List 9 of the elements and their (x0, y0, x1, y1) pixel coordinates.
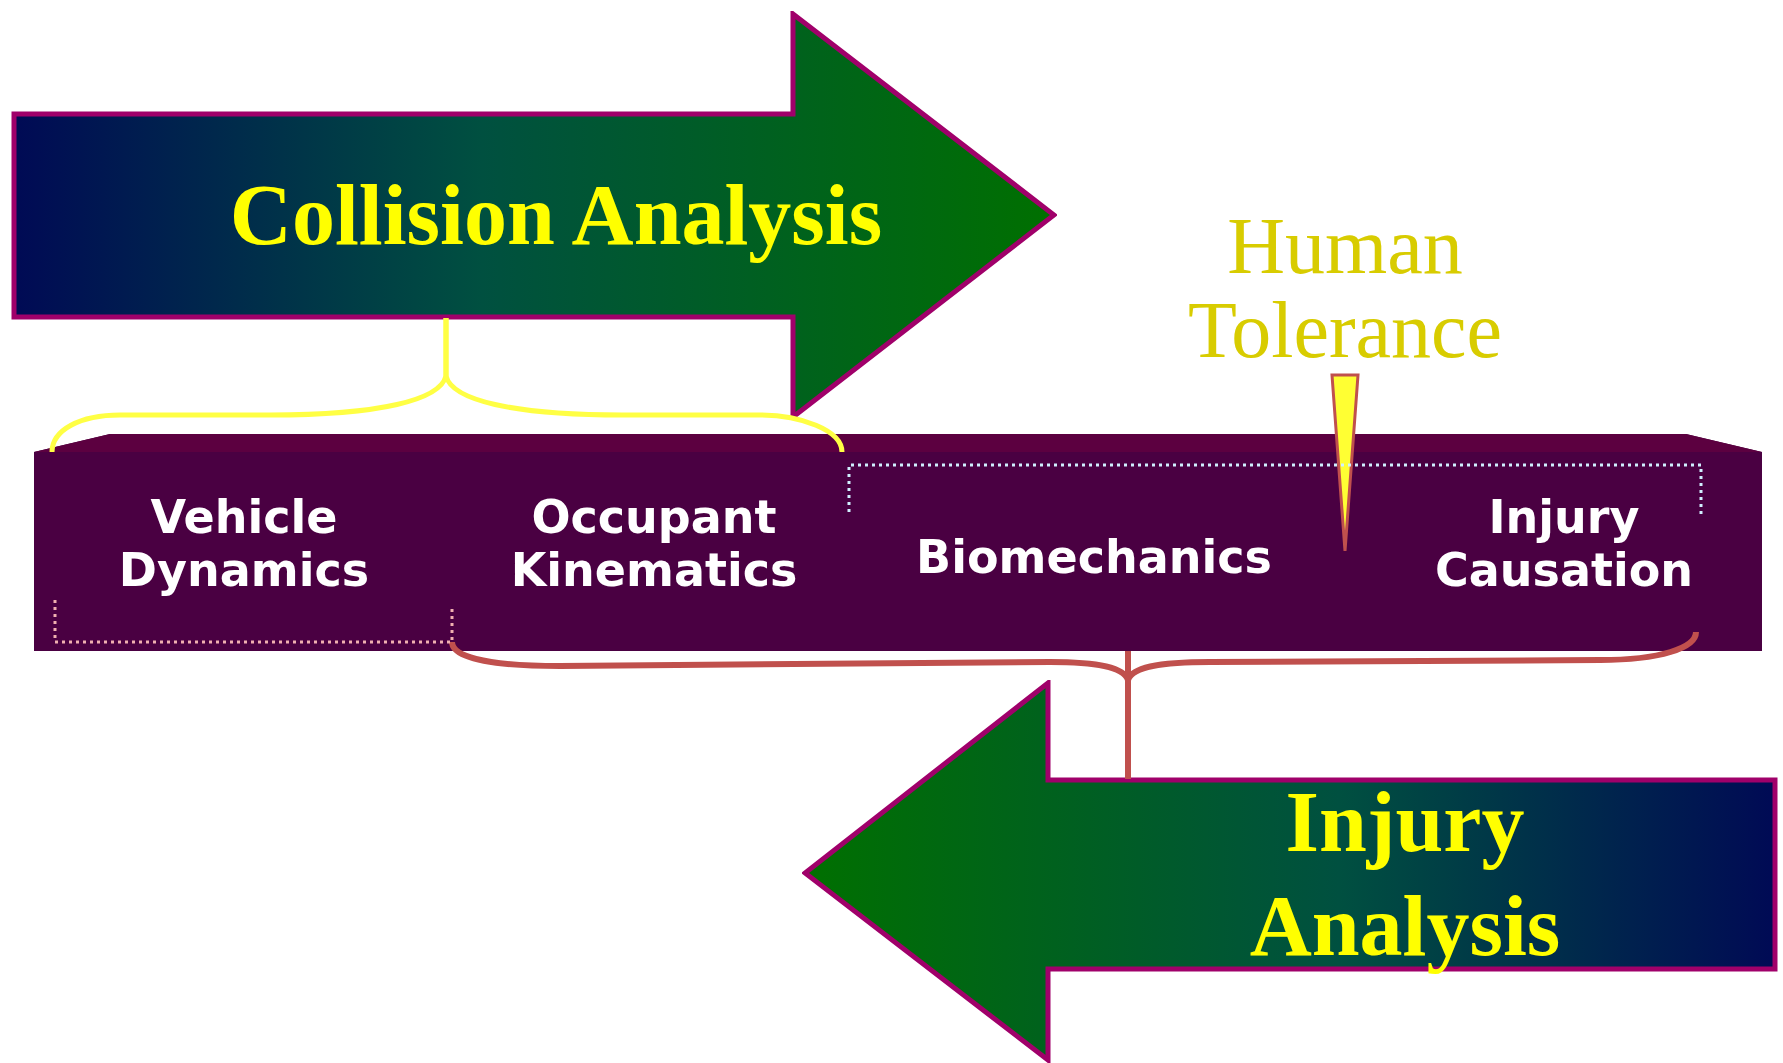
band-label: Vehicle Dynamics (44, 454, 444, 634)
band-label: Injury Causation (1394, 454, 1734, 634)
callout-text: Human Tolerance (1170, 200, 1520, 375)
arrow-label: Collision Analysis (229, 166, 883, 265)
band-label: Occupant Kinematics (454, 454, 854, 634)
arrow-label: Injury Analysis (1248, 773, 1562, 976)
band-label: Biomechanics (874, 464, 1314, 651)
pointer-wedge (1330, 373, 1360, 553)
curly-brace (443, 318, 845, 453)
